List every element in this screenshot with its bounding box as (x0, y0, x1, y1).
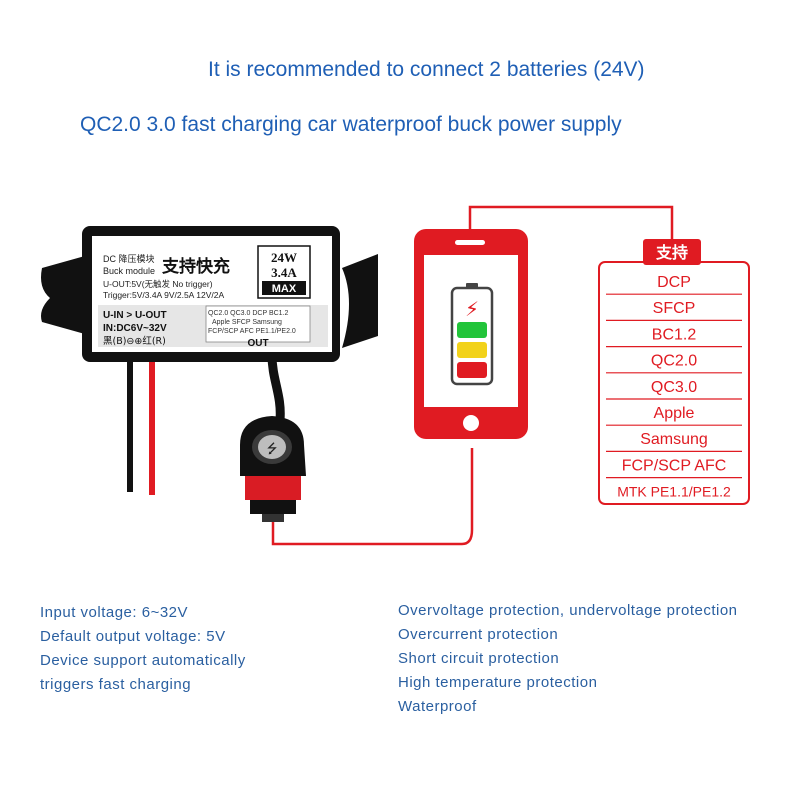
battery-icon: ⚡ (450, 283, 494, 386)
module-input-range: IN:DC6V~32V (103, 323, 167, 334)
module-protocols-1: QC2.0 QC3.0 DCP BC1.2 (208, 310, 289, 317)
phone-home-button (463, 415, 479, 431)
protocol-item: DCP (657, 274, 691, 291)
spec-waterproof: Waterproof (398, 698, 477, 715)
spec-overcurrent: Overcurrent protection (398, 626, 559, 643)
charging-cable (271, 448, 474, 546)
badge-watts: 24W (271, 250, 297, 265)
battery-level-green (457, 322, 487, 338)
support-header: 支持 (655, 243, 688, 262)
protocol-item: QC3.0 (651, 379, 697, 396)
spec-fast-charging: triggers fast charging (40, 676, 192, 693)
battery-level-red (457, 362, 487, 378)
mounting-ear-right (342, 254, 378, 348)
usb-icon: ⭍ (267, 442, 278, 457)
module-dc-line: DC 降压模块 (103, 253, 155, 264)
usb-plug-red (245, 476, 301, 500)
module-uout-line: U-OUT:5V(无触发 No trigger) (103, 279, 213, 289)
support-list: 支持 DCP SFCP BC1.2QC2.0QC3.0AppleSamsungFCP… (598, 239, 750, 505)
specs-left: Input voltage: 6~32V Default output volt… (40, 601, 246, 697)
mounting-ear-left (41, 254, 92, 336)
module-protocols-3: FCP/SCP AFC PE1.1/PE2.0 (208, 328, 296, 335)
protocol-item: BC1.2 (652, 326, 697, 343)
spec-auto-trigger: Device support automatically (40, 652, 246, 669)
protocol-item: SFCP (653, 300, 696, 317)
module-uin-uout: U-IN > U-OUT (103, 310, 167, 321)
headline-recommendation: It is recommended to connect 2 batteries… (208, 58, 645, 81)
badge-max: MAX (272, 283, 297, 295)
module-title-cn: 支持快充 (162, 256, 230, 277)
battery-level-yellow (457, 342, 487, 358)
badge-amps: 3.4A (271, 265, 297, 280)
phone-speaker (455, 240, 485, 245)
connector-line (468, 205, 674, 240)
spec-high-temp: High temperature protection (398, 674, 598, 691)
protocol-item: Samsung (640, 431, 708, 448)
buck-module: DC 降压模块 Buck module 支持快充 U-OUT:5V(无触发 No… (41, 226, 378, 362)
headline-product-title: QC2.0 3.0 fast charging car waterproof b… (80, 113, 622, 136)
usb-cable (267, 354, 285, 421)
usb-socket: ⭍ (240, 416, 306, 522)
module-buck-line: Buck module (103, 266, 155, 276)
protocol-item: QC2.0 (651, 353, 697, 370)
module-polarity: 黑(B)⊖⊕红(R) (103, 335, 166, 347)
protocol-item: Apple (654, 405, 695, 422)
protocol-item: FCP/SCP AFC (622, 457, 727, 474)
protocol-item: MTK PE1.1/PE1.2 (617, 484, 731, 500)
spec-input-voltage: Input voltage: 6~32V (40, 604, 189, 621)
support-header-badge (643, 239, 701, 265)
spec-overvoltage: Overvoltage protection, undervoltage pro… (398, 602, 738, 619)
spec-default-output: Default output voltage: 5V (40, 628, 226, 645)
protocol-box (205, 305, 311, 343)
smartphone: ⚡ (414, 229, 528, 439)
module-protocols-2: Apple SFCP Samsung (212, 319, 282, 326)
module-out-label: OUT (247, 338, 268, 349)
spec-short-circuit: Short circuit protection (398, 650, 560, 667)
specs-right: Overvoltage protection, undervoltage pro… (398, 599, 738, 719)
lightning-bolt-icon: ⚡ (465, 297, 479, 321)
module-trigger-line: Trigger:5V/3.4A 9V/2.5A 12V/2A (103, 290, 224, 300)
